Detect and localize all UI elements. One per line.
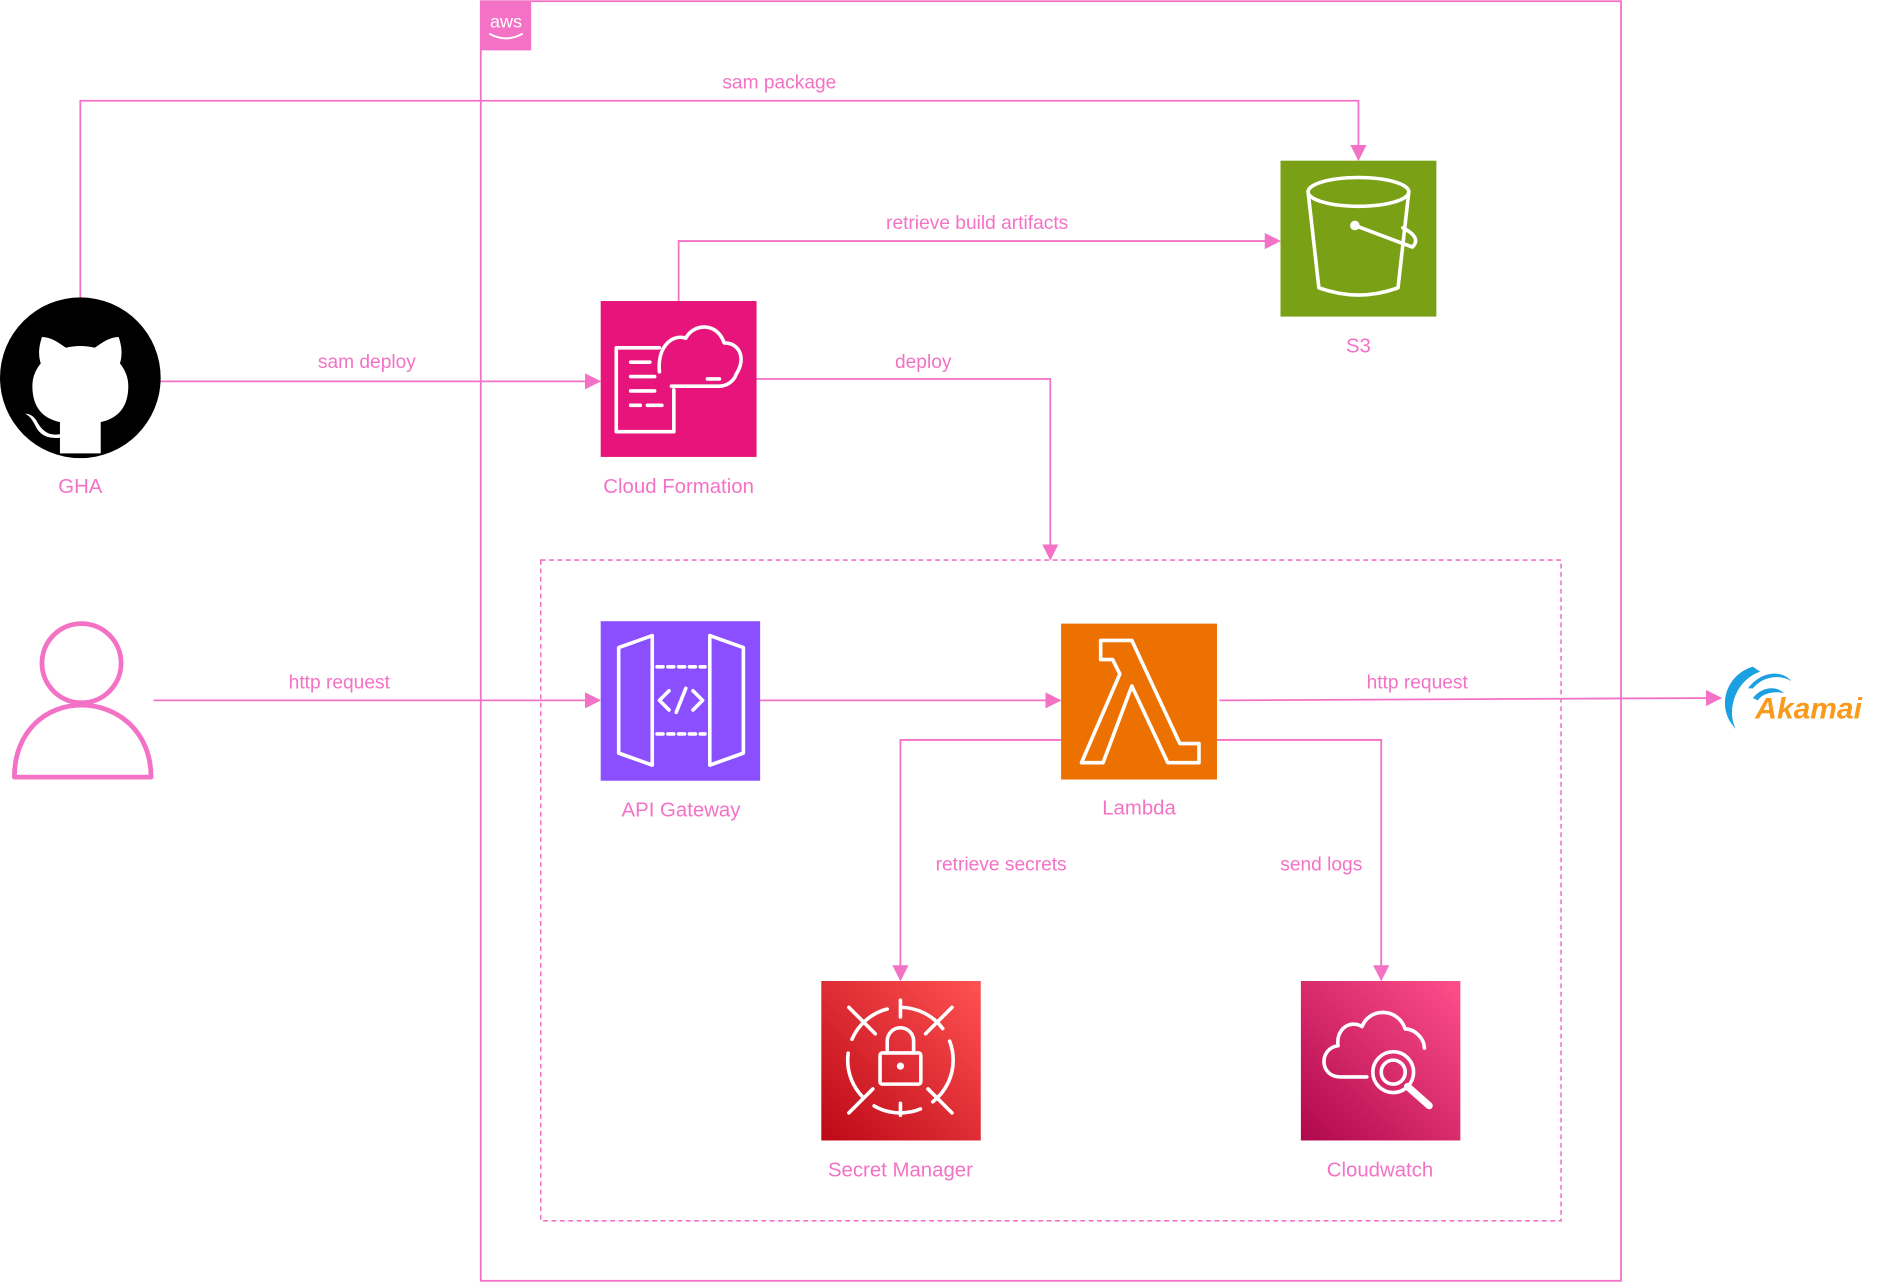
edge-label: http request [1367, 672, 1469, 693]
github-icon [0, 297, 161, 459]
edge-sam-deploy: sam deploy [160, 352, 602, 390]
node-label: Lambda [1102, 797, 1176, 819]
app-group-dashed [539, 559, 1562, 1222]
node-gha[interactable]: GHA [0, 297, 161, 498]
node-label: GHA [58, 476, 103, 498]
edge-label: send logs [1280, 855, 1362, 876]
node-cloudformation[interactable]: Cloud Formation [600, 301, 757, 498]
cloudwatch-icon [1300, 980, 1461, 1141]
edge-deploy: deploy [756, 352, 1059, 561]
edge-label: deploy [895, 352, 952, 373]
node-user[interactable] [11, 621, 154, 780]
node-lambda[interactable]: Lambda [1061, 623, 1217, 820]
node-akamai[interactable]: Akamai [1724, 666, 1863, 730]
node-label: Cloudwatch [1327, 1159, 1433, 1181]
edge-retrieve-secrets: retrieve secrets [892, 739, 1067, 982]
edge-label: sam deploy [318, 352, 416, 373]
akamai-logo: Akamai [1724, 666, 1863, 730]
edge-sam-package: sam package [79, 73, 1367, 298]
user-icon [11, 621, 154, 780]
edge-send-logs: send logs [1216, 739, 1390, 982]
node-label: API Gateway [622, 800, 742, 822]
edge-retrieve-build-artifacts: retrieve build artifacts [677, 213, 1281, 302]
node-label: Secret Manager [828, 1159, 973, 1181]
node-s3[interactable]: S3 [1280, 160, 1437, 358]
node-cloudwatch[interactable]: Cloudwatch [1300, 980, 1461, 1181]
node-label: S3 [1346, 336, 1371, 358]
aws-cloud-group: aws [479, 0, 1622, 1282]
node-label: Cloud Formation [603, 476, 754, 498]
node-api-gateway[interactable]: API Gateway [600, 621, 761, 822]
akamai-logo-text: Akamai [1754, 692, 1862, 725]
svg-text:aws: aws [490, 12, 522, 32]
edge-label: sam package [722, 73, 836, 94]
edge-label: retrieve build artifacts [886, 213, 1068, 234]
s3-bucket-icon [1280, 160, 1437, 317]
edge-label: http request [289, 672, 391, 693]
edge-label: retrieve secrets [936, 855, 1067, 876]
node-secret-manager[interactable]: Secret Manager [821, 980, 981, 1181]
aws-logo-icon [480, 1, 532, 51]
edge-lambda-http-request: http request [1219, 672, 1723, 707]
edge-user-http-request: http request [153, 672, 602, 709]
